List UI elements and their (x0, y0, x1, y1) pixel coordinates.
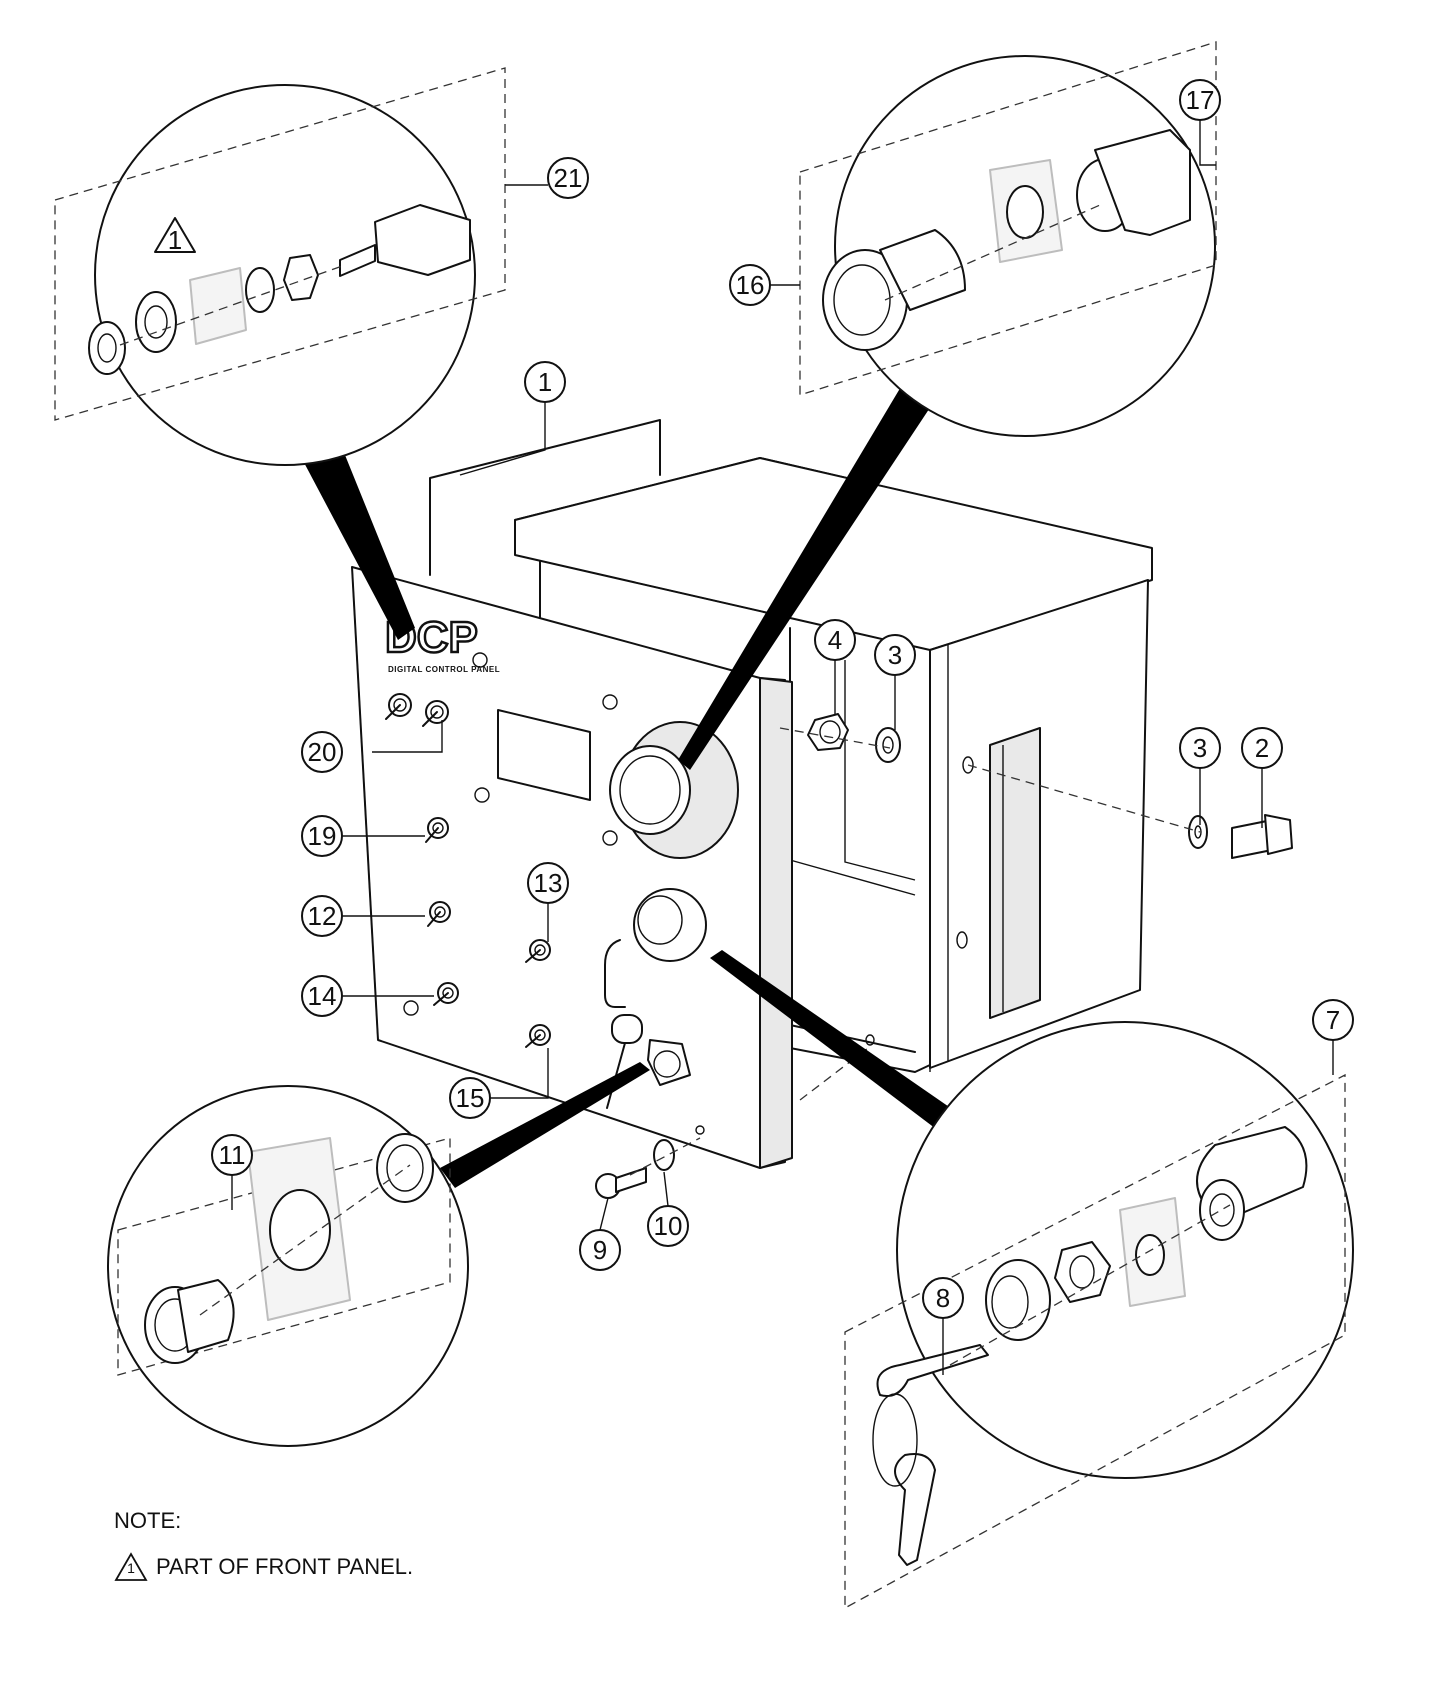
detail-flag-number: 1 (168, 225, 182, 255)
callout-c2: 2 (1241, 727, 1283, 769)
toggle-switches (385, 693, 551, 1048)
svg-text:15: 15 (456, 1083, 485, 1113)
callout-c16: 16 (729, 264, 771, 306)
callout-c11: 11 (211, 1134, 253, 1176)
callout-c8: 8 (922, 1277, 964, 1319)
callout-c4: 4 (814, 619, 856, 661)
front-panel: DCP DIGITAL CONTROL PANEL (351, 562, 793, 1169)
detail-view-key-switch (710, 950, 1354, 1610)
detail-view-connector (107, 1062, 650, 1447)
callout-c3a: 3 (874, 634, 916, 676)
callout-c14: 14 (301, 975, 343, 1017)
callout-c19: 19 (301, 815, 343, 857)
note-flag-number: 1 (127, 1560, 135, 1576)
callout-c12: 12 (301, 895, 343, 937)
panel-connector (647, 1039, 691, 1086)
panel-key-switch (604, 888, 707, 1109)
svg-text:3: 3 (888, 640, 902, 670)
svg-text:11: 11 (219, 1140, 246, 1170)
callout-c21: 21 (547, 157, 589, 199)
callout-c13: 13 (527, 862, 569, 904)
svg-text:10: 10 (654, 1211, 683, 1241)
svg-text:2: 2 (1255, 733, 1269, 763)
detail-view-emergency-stop (678, 41, 1217, 770)
callout-c7: 7 (1312, 999, 1354, 1041)
svg-text:16: 16 (736, 270, 765, 300)
svg-text:7: 7 (1326, 1005, 1340, 1035)
callout-c20: 20 (301, 731, 343, 773)
svg-text:9: 9 (593, 1235, 607, 1265)
loose-hardware (595, 713, 1293, 1199)
emergency-stop-button (609, 721, 739, 859)
svg-text:19: 19 (308, 821, 337, 851)
svg-text:1: 1 (538, 367, 552, 397)
svg-text:17: 17 (1186, 85, 1215, 115)
svg-text:8: 8 (936, 1283, 950, 1313)
note-text: PART OF FRONT PANEL. (156, 1554, 414, 1579)
leader-lines (342, 402, 1263, 1375)
callout-c15: 15 (449, 1077, 491, 1119)
svg-text:4: 4 (828, 625, 842, 655)
svg-text:13: 13 (534, 868, 563, 898)
callout-c3b: 3 (1179, 727, 1221, 769)
svg-text:21: 21 (554, 163, 583, 193)
svg-text:14: 14 (308, 981, 337, 1011)
warning-triangle-icon: 1 (114, 1552, 148, 1581)
svg-text:3: 3 (1193, 733, 1207, 763)
detail-view-toggle-switch: 1 (54, 67, 548, 640)
callout-c10: 10 (647, 1205, 689, 1247)
note-title: NOTE: (114, 1508, 182, 1533)
callout-c9: 9 (579, 1229, 621, 1271)
callout-c17: 17 (1179, 79, 1221, 121)
callout-c1: 1 (524, 361, 566, 403)
svg-text:20: 20 (308, 737, 337, 767)
svg-text:12: 12 (308, 901, 337, 931)
note-line: 1 PART OF FRONT PANEL. (114, 1552, 413, 1582)
panel-logo-subtitle: DIGITAL CONTROL PANEL (388, 665, 500, 674)
